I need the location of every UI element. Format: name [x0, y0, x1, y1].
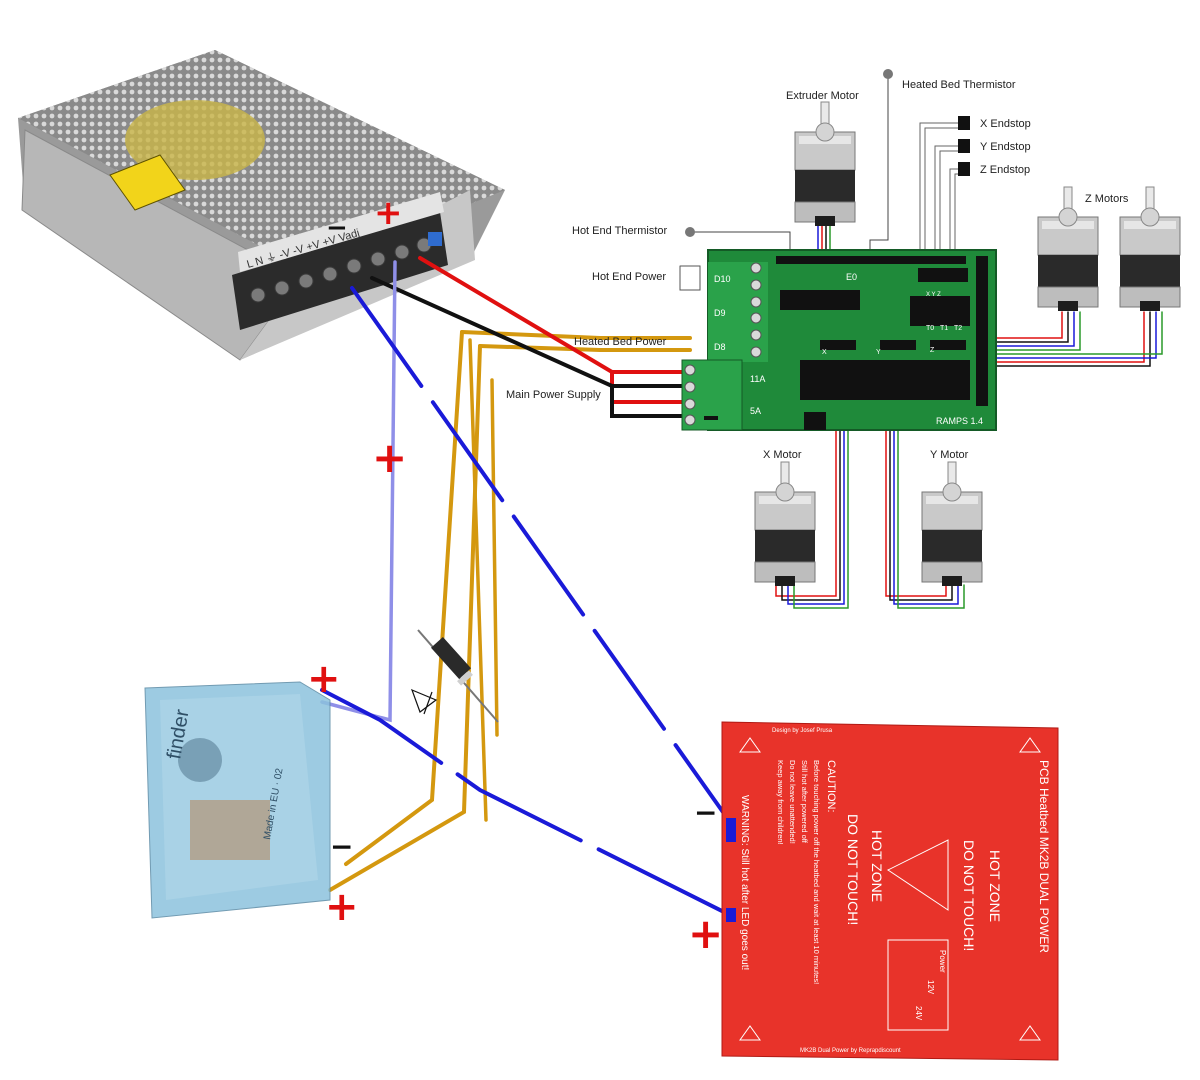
heatbed-plus-sign: + [688, 909, 723, 958]
ramps-t2-label: T2 [954, 325, 962, 332]
label-heated-bed-power: Heated Bed Power [574, 336, 667, 348]
z-motor-right [1119, 186, 1181, 312]
x-motor [754, 461, 816, 587]
heatbed-power-header: Power [938, 950, 947, 973]
label-extruder-motor: Extruder Motor [786, 90, 859, 102]
ramps-d9-label: D9 [714, 308, 726, 318]
heatbed-caution: CAUTION: [825, 760, 837, 813]
ramps-d10-label: D10 [714, 274, 731, 284]
psu-minus-sign: − [326, 213, 348, 243]
label-hot-end-thermistor: Hot End Thermistor [572, 225, 668, 237]
ramps-endstop-letters: X Y Z [926, 292, 941, 298]
heatbed-footer: MK2B Dual Power by Reprapdiscount [800, 1048, 901, 1054]
heatbed-minus-terminal [726, 818, 736, 842]
psu-plus-sign: + [374, 193, 403, 233]
ramps-board: D10 D9 D8 11A 5A E0 X Y Z T0 T1 T2 X Y Z… [681, 249, 997, 431]
ramps-d8-label: D8 [714, 342, 726, 352]
heatbed-power-12v: 12V [926, 980, 935, 995]
heatbed-hot-zone-1: HOT ZONE [987, 850, 1003, 922]
extruder-motor [794, 101, 856, 227]
heatbed-title: PCB Heatbed MK2B DUAL POWER [1037, 760, 1051, 953]
ramps-t0-label: T0 [926, 325, 934, 332]
label-x-motor: X Motor [763, 449, 802, 461]
wire-plus-sign: + [372, 433, 407, 482]
ramps-e0-label: E0 [846, 272, 857, 282]
heatbed-hot-zone-2: HOT ZONE [869, 830, 885, 902]
x-endstop-icon [958, 116, 970, 130]
heatbed-minus-sign: − [694, 796, 717, 829]
ramps-y-label: Y [876, 349, 881, 356]
label-hot-end-power: Hot End Power [592, 271, 666, 283]
heatbed-warning: WARNING: Still hot after LED goes out! [739, 795, 750, 970]
heatbed-caution-text-3: Do not leave unattended! [788, 760, 797, 844]
label-y-motor: Y Motor [930, 449, 969, 461]
ramps-minus-marker [704, 416, 718, 420]
label-z-motors: Z Motors [1085, 193, 1129, 205]
ramps-t1-label: T1 [940, 325, 948, 332]
y-endstop-icon [958, 139, 970, 153]
heatbed-do-not-touch-1: DO NOT TOUCH! [961, 840, 977, 951]
z-motor-left [1037, 186, 1099, 312]
heatbed-caution-text-2: Still hot after powered off [800, 760, 809, 844]
y-motor [921, 461, 983, 587]
wires [320, 77, 1163, 917]
label-main-power-supply: Main Power Supply [506, 389, 601, 401]
power-supply-unit: L N ⏚ -V -V +V +V Vadj [18, 50, 505, 361]
relay-plus-sign-top: + [307, 656, 341, 702]
ramps-name-label: RAMPS 1.4 [936, 416, 983, 426]
z-endstop-icon [958, 162, 970, 176]
ramps-11a-label: 11A [750, 374, 765, 384]
diode [410, 629, 499, 723]
label-heated-bed-thermistor: Heated Bed Thermistor [902, 79, 1016, 91]
bed-thermistor-icon [883, 69, 893, 79]
label-x-endstop: X Endstop [980, 118, 1031, 130]
heatbed-plus-terminal [726, 908, 736, 922]
heatbed-caution-text-1: Before touching power off the heatbed an… [812, 760, 821, 984]
ramps-x-label: X [822, 349, 827, 356]
relay: finder Made in EU · 02 [144, 681, 331, 919]
heatbed-caution-text-4: Keep away from children! [776, 760, 785, 845]
ramps-z-label: Z [930, 347, 935, 354]
heatbed-do-not-touch-2: DO NOT TOUCH! [845, 814, 861, 925]
label-z-endstop: Z Endstop [980, 164, 1030, 176]
vadj-potentiometer [428, 232, 442, 246]
heatbed-design: Design by Josef Prusa [772, 728, 833, 734]
hot-end-thermistor-icon [685, 227, 695, 237]
label-y-endstop: Y Endstop [980, 141, 1031, 153]
ramps-5a-label: 5A [750, 406, 761, 416]
relay-minus-sign: − [330, 830, 353, 863]
relay-plus-sign-bottom: + [325, 884, 359, 930]
heatbed-pcb: PCB Heatbed MK2B DUAL POWER HOT ZONE DO … [721, 721, 1059, 1061]
heatbed-power-24v: 24V [914, 1006, 923, 1021]
